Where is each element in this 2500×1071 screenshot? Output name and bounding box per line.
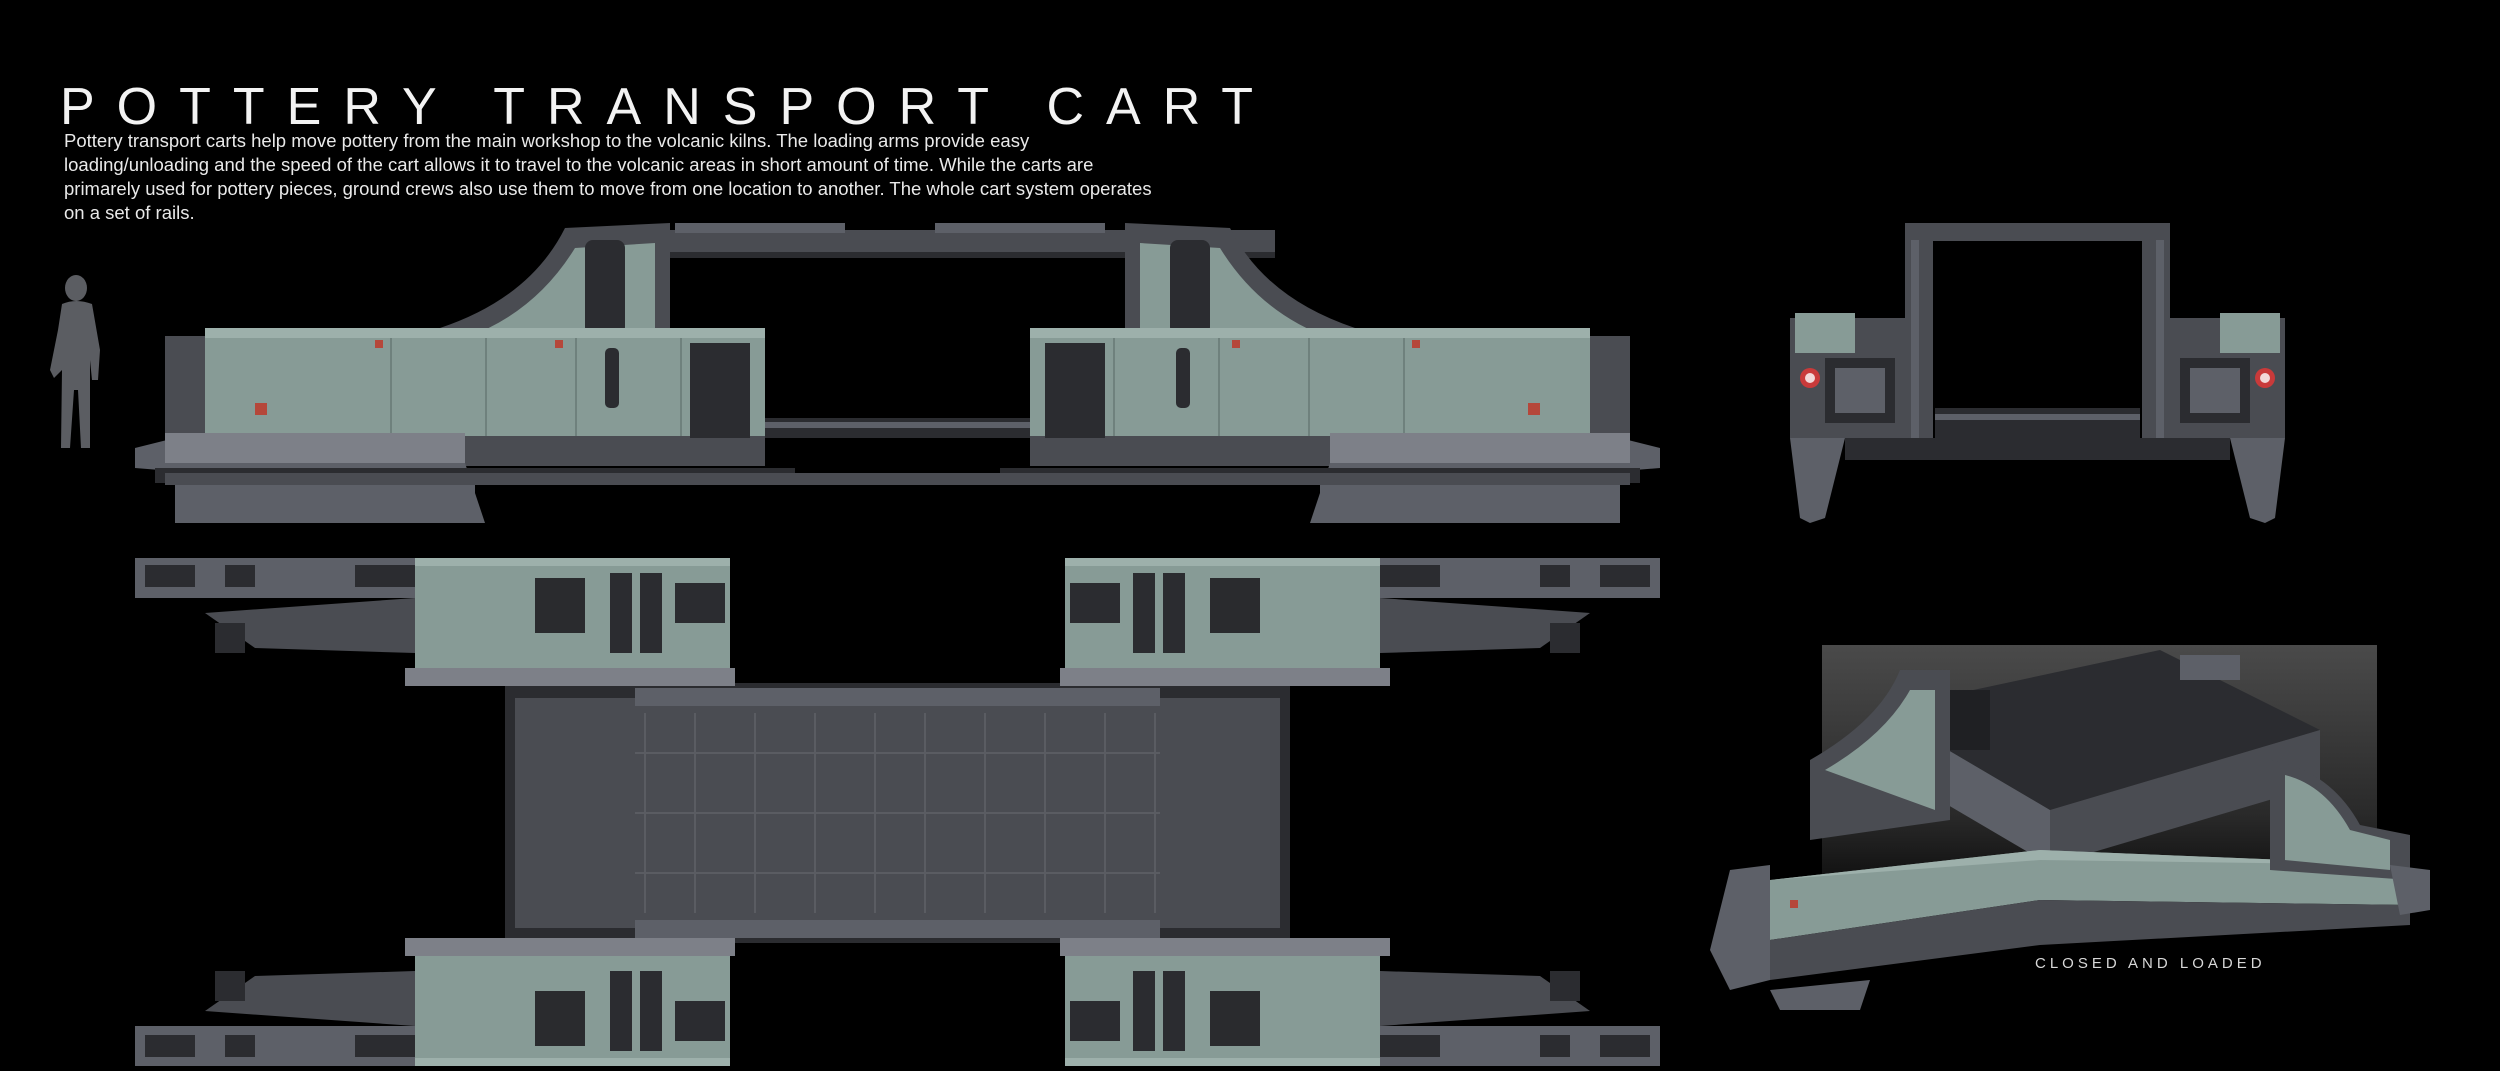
front-view-drawing — [1790, 223, 2285, 523]
cart-description: Pottery transport carts help move potter… — [64, 129, 1152, 223]
bottom-right-module — [1060, 938, 1660, 1066]
side-view-drawing — [135, 223, 1660, 523]
loaded-cart-render — [1710, 645, 2430, 1010]
top-left-module — [135, 558, 735, 686]
bottom-left-module — [135, 938, 735, 1066]
cargo-grid-bars — [635, 713, 1160, 913]
human-scale-silhouette — [50, 275, 100, 448]
render-caption: CLOSED AND LOADED — [2035, 955, 2266, 972]
top-view-drawing — [135, 558, 1660, 1066]
page-title: POTTERY TRANSPORT CART — [60, 77, 1276, 136]
top-right-module — [1060, 558, 1660, 686]
